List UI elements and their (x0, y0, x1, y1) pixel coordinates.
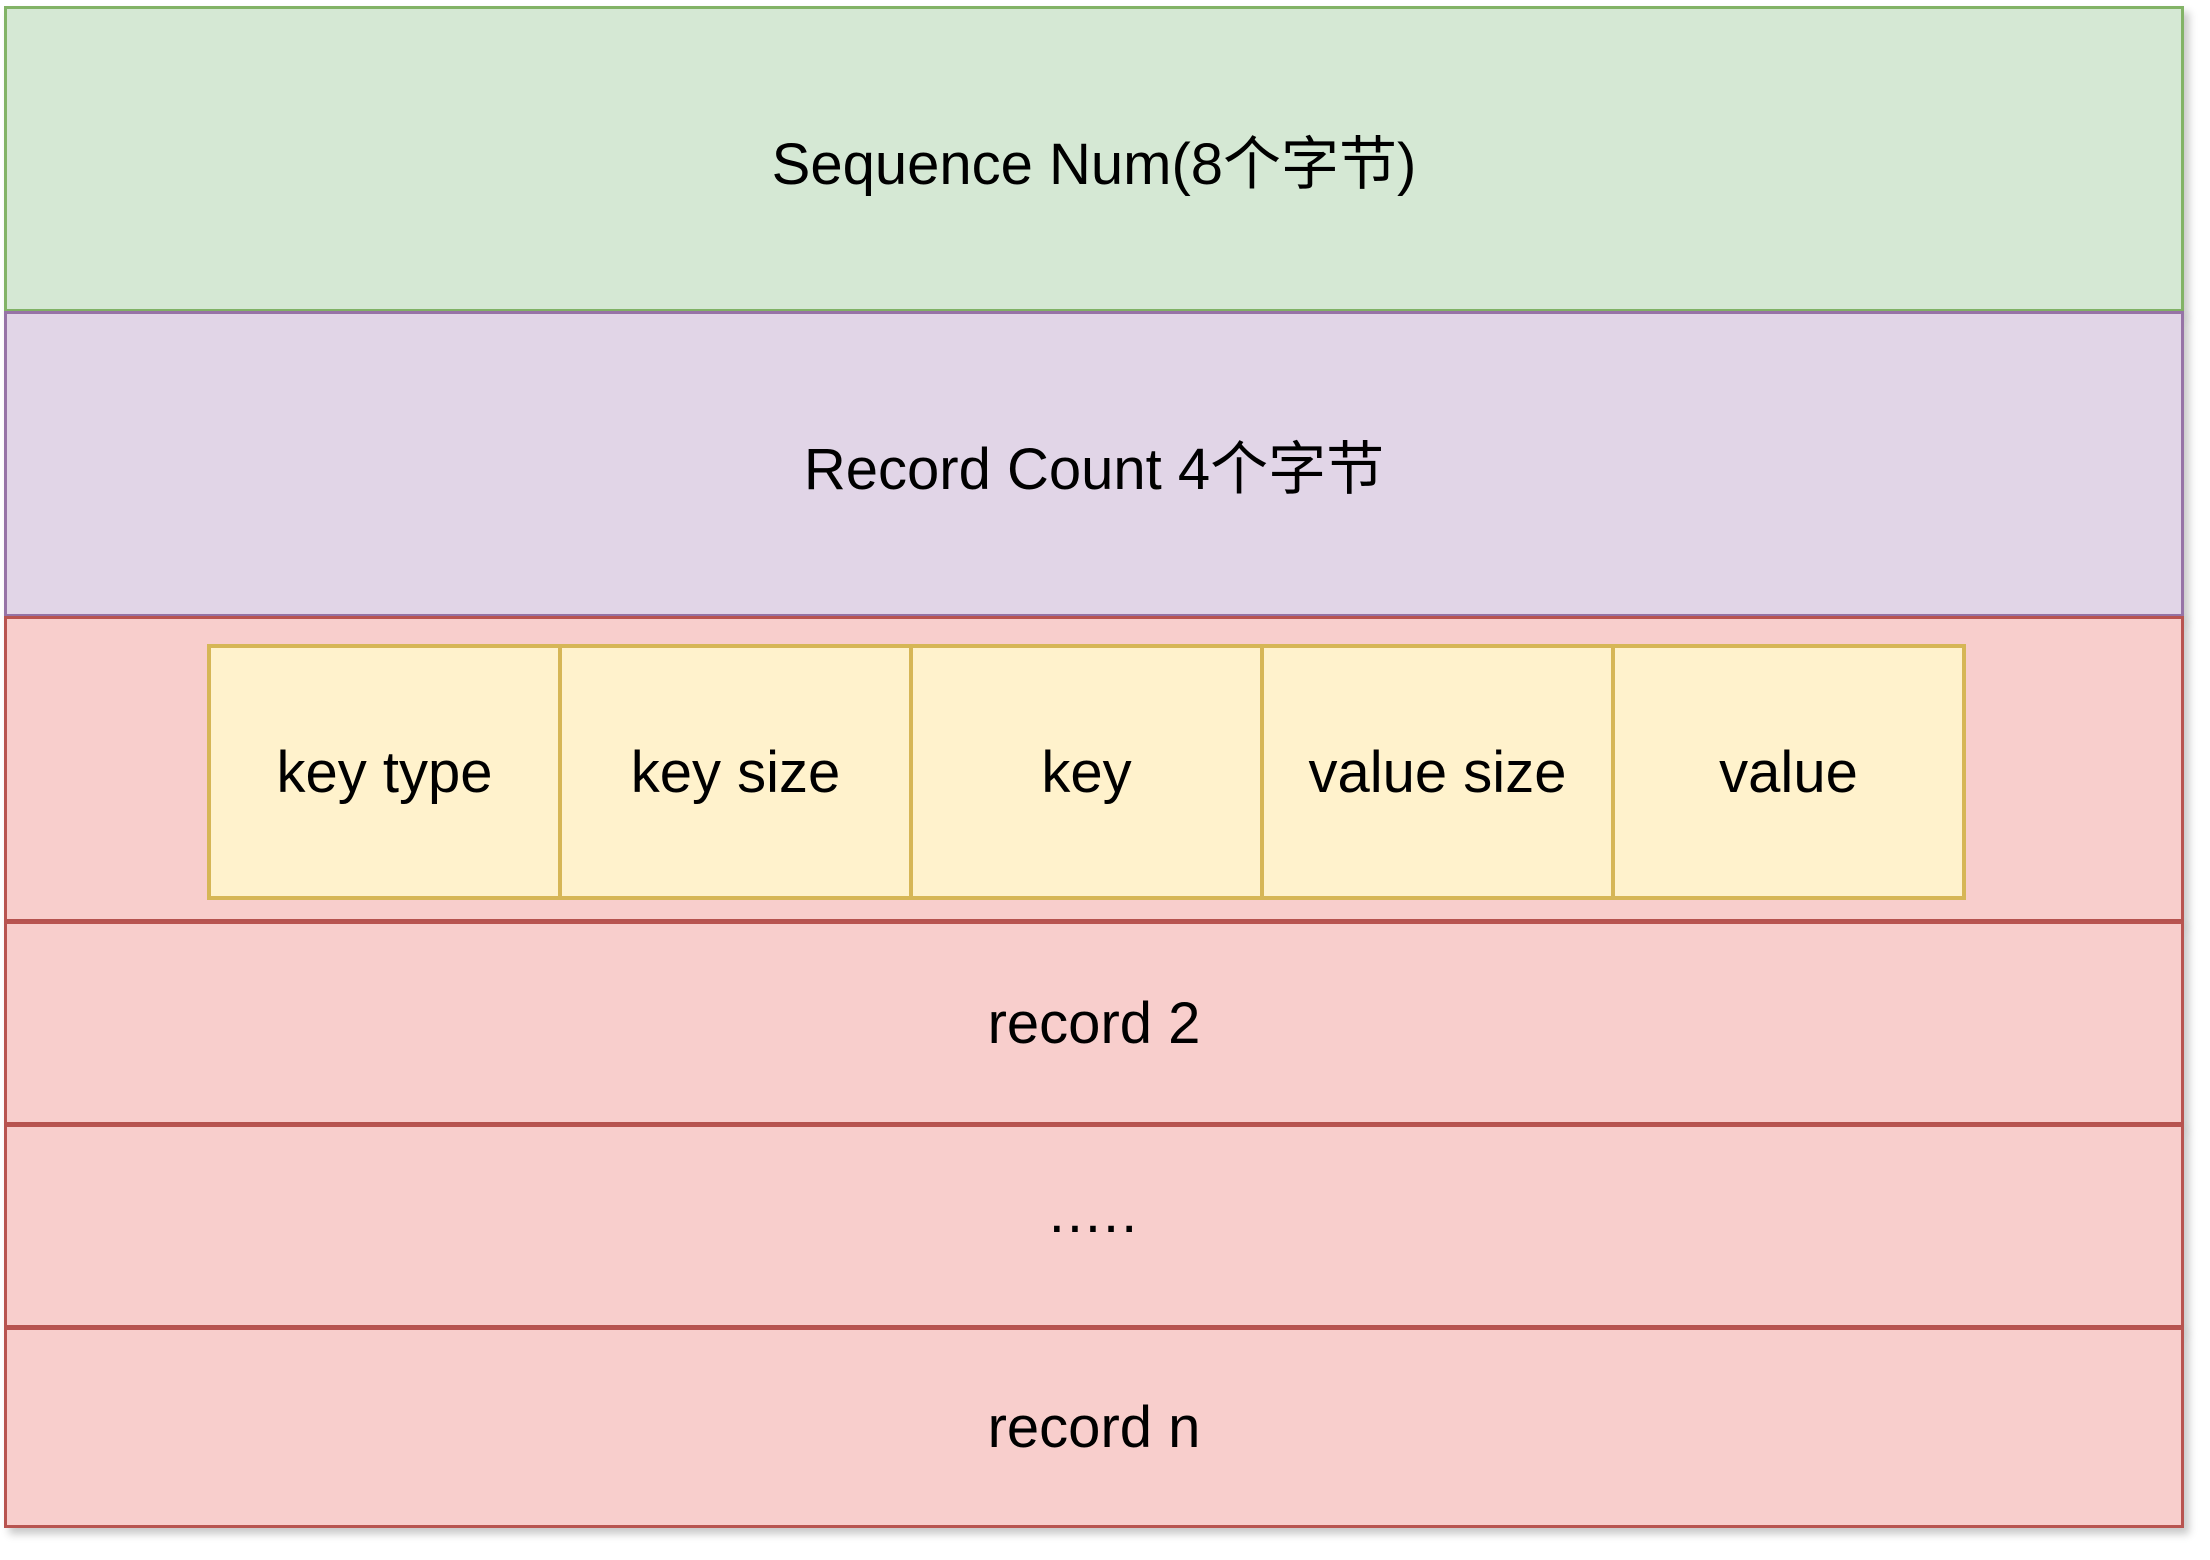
record-n-block: record n (4, 1327, 2184, 1528)
ellipsis-block: ..... (4, 1124, 2184, 1328)
value-size-field: value size (1260, 644, 1615, 900)
key-type-label: key type (276, 739, 493, 805)
key-field: key (909, 644, 1264, 900)
record-count-block: Record Count 4个字节 (4, 311, 2184, 617)
key-size-label: key size (630, 739, 841, 805)
record-1-fields: key type key size key value size value (207, 644, 1966, 900)
key-size-field: key size (558, 644, 913, 900)
value-size-label: value size (1308, 739, 1567, 805)
key-type-field: key type (207, 644, 562, 900)
record-1-block: key type key size key value size value (4, 616, 2184, 922)
key-label: key (1041, 739, 1132, 805)
sequence-num-label: Sequence Num(8个字节) (771, 132, 1417, 197)
record-2-block: record 2 (4, 921, 2184, 1125)
record-n-label: record n (987, 1395, 1201, 1460)
value-field: value (1611, 644, 1966, 900)
sequence-num-block: Sequence Num(8个字节) (4, 6, 2184, 312)
record-2-label: record 2 (987, 990, 1201, 1056)
record-count-label: Record Count 4个字节 (803, 437, 1385, 502)
ellipsis-label: ..... (1048, 1179, 1140, 1245)
value-label: value (1719, 739, 1858, 805)
batch-layout-diagram: Sequence Num(8个字节) Record Count 4个字节 key… (4, 6, 2184, 1528)
